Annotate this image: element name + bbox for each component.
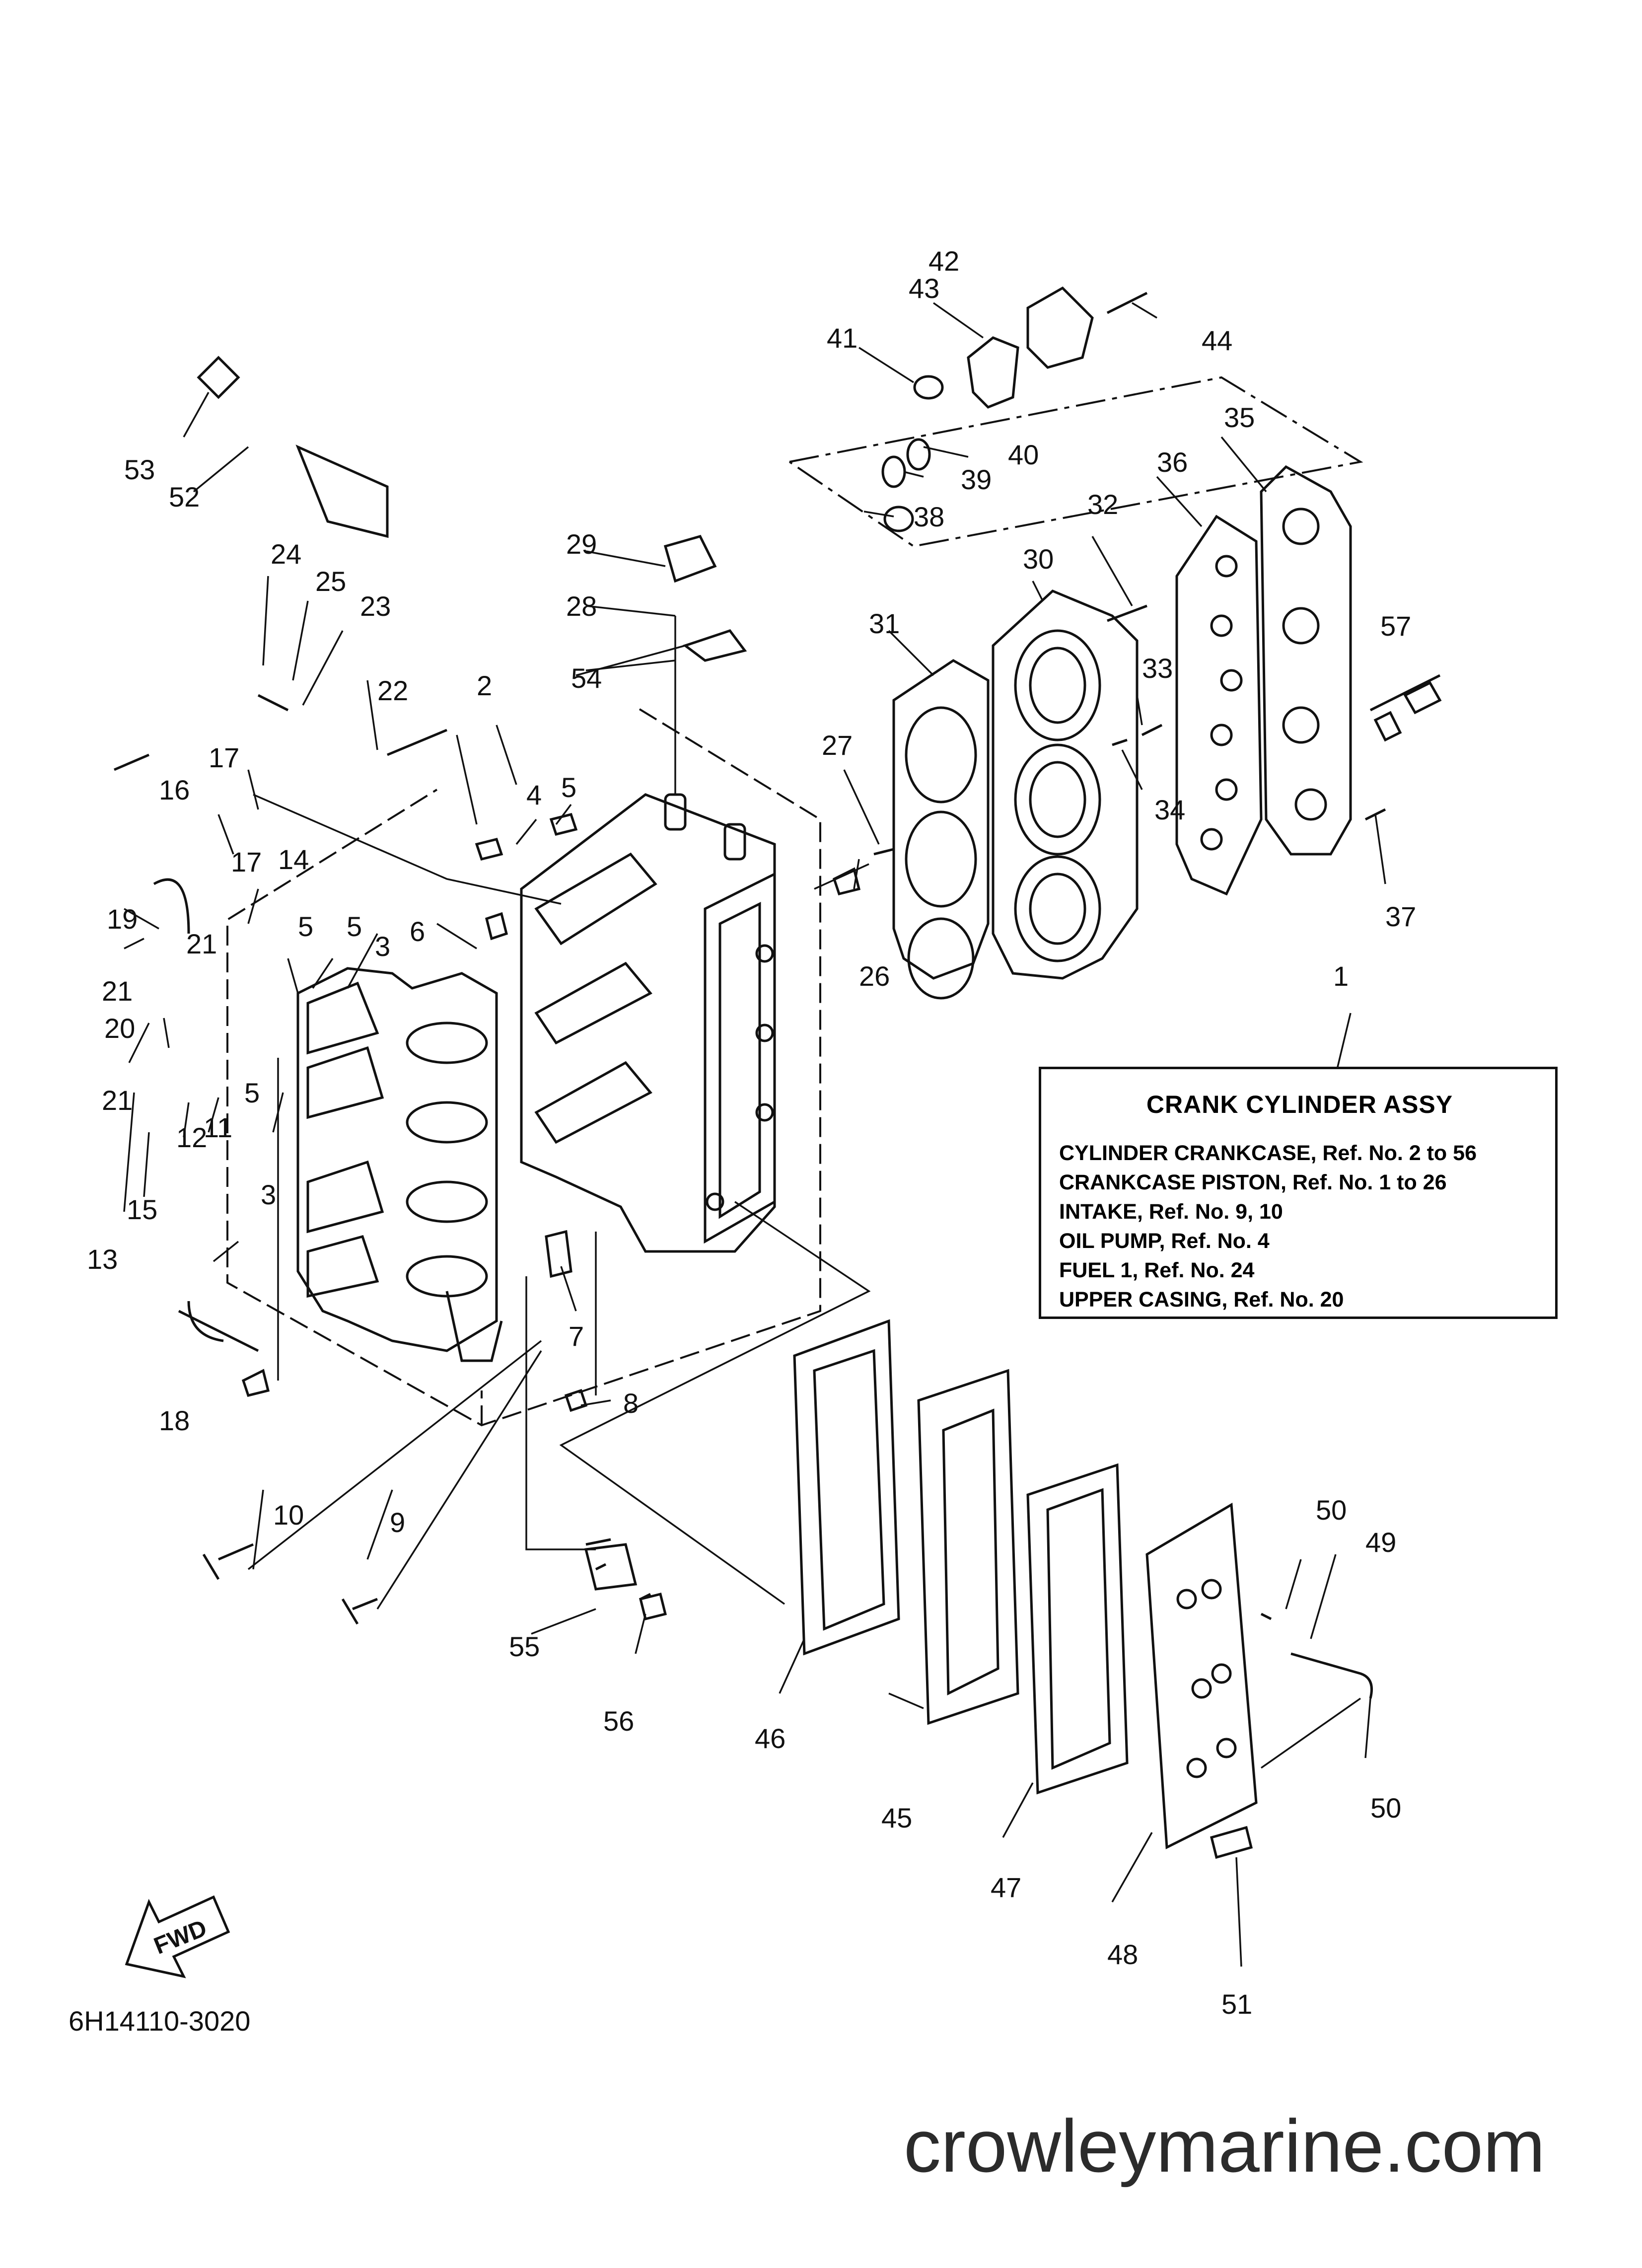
callout-label: 22 bbox=[377, 675, 408, 706]
cylinder-head bbox=[992, 589, 1139, 980]
callout-label: 50 bbox=[1316, 1494, 1347, 1526]
callout-label: 18 bbox=[159, 1405, 190, 1436]
callout-label: 33 bbox=[1142, 653, 1173, 684]
callout-label: 19 bbox=[107, 903, 138, 935]
callout-label: 9 bbox=[390, 1507, 405, 1538]
callout-label: 10 bbox=[273, 1499, 304, 1531]
drawing-code: 6H14110-3020 bbox=[69, 2005, 251, 2037]
callout-label: 50 bbox=[1370, 1792, 1401, 1824]
callout-label: 21 bbox=[102, 975, 133, 1007]
callout-label: 52 bbox=[169, 481, 200, 512]
callout-label: 14 bbox=[278, 844, 309, 875]
legend-line: INTAKE, Ref. No. 9, 10 bbox=[1059, 1200, 1283, 1224]
callout-label: 26 bbox=[859, 960, 890, 992]
callout-label: 34 bbox=[1154, 794, 1185, 825]
callout-label: 35 bbox=[1224, 402, 1255, 433]
callout-label: 6 bbox=[410, 916, 425, 947]
callout-label: 21 bbox=[102, 1085, 133, 1116]
callout-label: 47 bbox=[991, 1872, 1021, 1903]
callout-label: 13 bbox=[87, 1244, 118, 1275]
legend-title: CRANK CYLINDER ASSY bbox=[1146, 1091, 1453, 1118]
small-fasteners bbox=[114, 356, 1386, 1859]
callout-label: 5 bbox=[347, 911, 362, 942]
callout-label: 21 bbox=[186, 928, 217, 959]
oil-pump bbox=[788, 286, 1363, 548]
callout-label: 27 bbox=[822, 730, 853, 761]
callout-label: 43 bbox=[909, 273, 939, 304]
callout-label: 39 bbox=[961, 464, 992, 495]
crankcase bbox=[296, 967, 503, 1362]
callout-label: 5 bbox=[244, 1077, 260, 1108]
callout-label: 28 bbox=[566, 590, 597, 622]
callout-label: 5 bbox=[298, 911, 313, 942]
callout-label: 37 bbox=[1385, 901, 1416, 932]
callout-label: 30 bbox=[1023, 543, 1054, 575]
callout-label: 44 bbox=[1202, 325, 1232, 356]
callout-label: 11 bbox=[204, 1112, 232, 1143]
head-cover bbox=[1260, 465, 1352, 856]
watermark-text: crowleymarine.com bbox=[904, 2104, 1545, 2188]
callout-label: 29 bbox=[566, 528, 597, 560]
callout-label: 55 bbox=[509, 1631, 540, 1662]
callout-label: 23 bbox=[360, 590, 391, 622]
spark-plug bbox=[1369, 674, 1442, 742]
callout-label: 5 bbox=[561, 772, 576, 803]
callout-label: 48 bbox=[1107, 1939, 1138, 1970]
callout-label: 56 bbox=[603, 1705, 634, 1737]
callout-label: 32 bbox=[1087, 489, 1118, 520]
assembly-legend: CRANK CYLINDER ASSY CYLINDER CRANKCASE, … bbox=[1039, 1067, 1558, 1319]
fwd-arrow: FWD bbox=[125, 1895, 230, 1978]
callout-label: 4 bbox=[526, 779, 542, 810]
callout-label: 7 bbox=[569, 1320, 584, 1352]
callout-label: 53 bbox=[124, 454, 155, 485]
callout-label: 17 bbox=[209, 742, 239, 773]
legend-line: CRANKCASE PISTON, Ref. No. 1 to 26 bbox=[1059, 1171, 1447, 1194]
assembly-lines bbox=[247, 616, 1361, 1769]
callout-label: 25 bbox=[315, 566, 346, 597]
callout-leaders bbox=[123, 302, 1386, 1967]
callout-label: 49 bbox=[1365, 1527, 1396, 1558]
callout-label: 31 bbox=[869, 608, 900, 639]
callout-label: 36 bbox=[1157, 446, 1188, 478]
callout-label: 1 bbox=[1333, 960, 1349, 992]
callout-label: 42 bbox=[928, 245, 959, 277]
callout-label: 15 bbox=[127, 1194, 157, 1225]
callout-label: 20 bbox=[104, 1013, 135, 1044]
callout-label: 12 bbox=[176, 1122, 207, 1153]
callout-label: 46 bbox=[755, 1723, 785, 1754]
callout-label: 54 bbox=[571, 662, 602, 694]
callout-label: 57 bbox=[1380, 610, 1411, 642]
callout-label: 17 bbox=[231, 846, 262, 878]
head-cover-gasket bbox=[1175, 514, 1263, 896]
callout-label: 16 bbox=[159, 774, 190, 805]
callout-label: 41 bbox=[827, 322, 857, 354]
assembly-boundary bbox=[226, 708, 821, 1427]
cylinder-block bbox=[520, 793, 776, 1253]
callout-label: 45 bbox=[881, 1802, 912, 1833]
callout-label: 24 bbox=[271, 538, 301, 570]
legend-line: FUEL 1, Ref. No. 24 bbox=[1059, 1258, 1255, 1282]
legend-line: CYLINDER CRANKCASE, Ref. No. 2 to 56 bbox=[1059, 1141, 1477, 1165]
callout-label: 51 bbox=[1221, 1988, 1252, 2020]
callout-label: 40 bbox=[1008, 439, 1039, 470]
callout-label: 3 bbox=[261, 1179, 276, 1210]
legend-line: OIL PUMP, Ref. No. 4 bbox=[1059, 1229, 1270, 1253]
head-gasket bbox=[892, 659, 990, 1000]
reed-valve-parts bbox=[793, 1319, 1258, 1849]
callout-label: 38 bbox=[914, 501, 944, 532]
callout-label: 2 bbox=[477, 670, 492, 701]
legend-line: UPPER CASING, Ref. No. 20 bbox=[1059, 1288, 1344, 1312]
callout-label: 8 bbox=[623, 1388, 639, 1419]
callout-label: 3 bbox=[375, 931, 390, 962]
